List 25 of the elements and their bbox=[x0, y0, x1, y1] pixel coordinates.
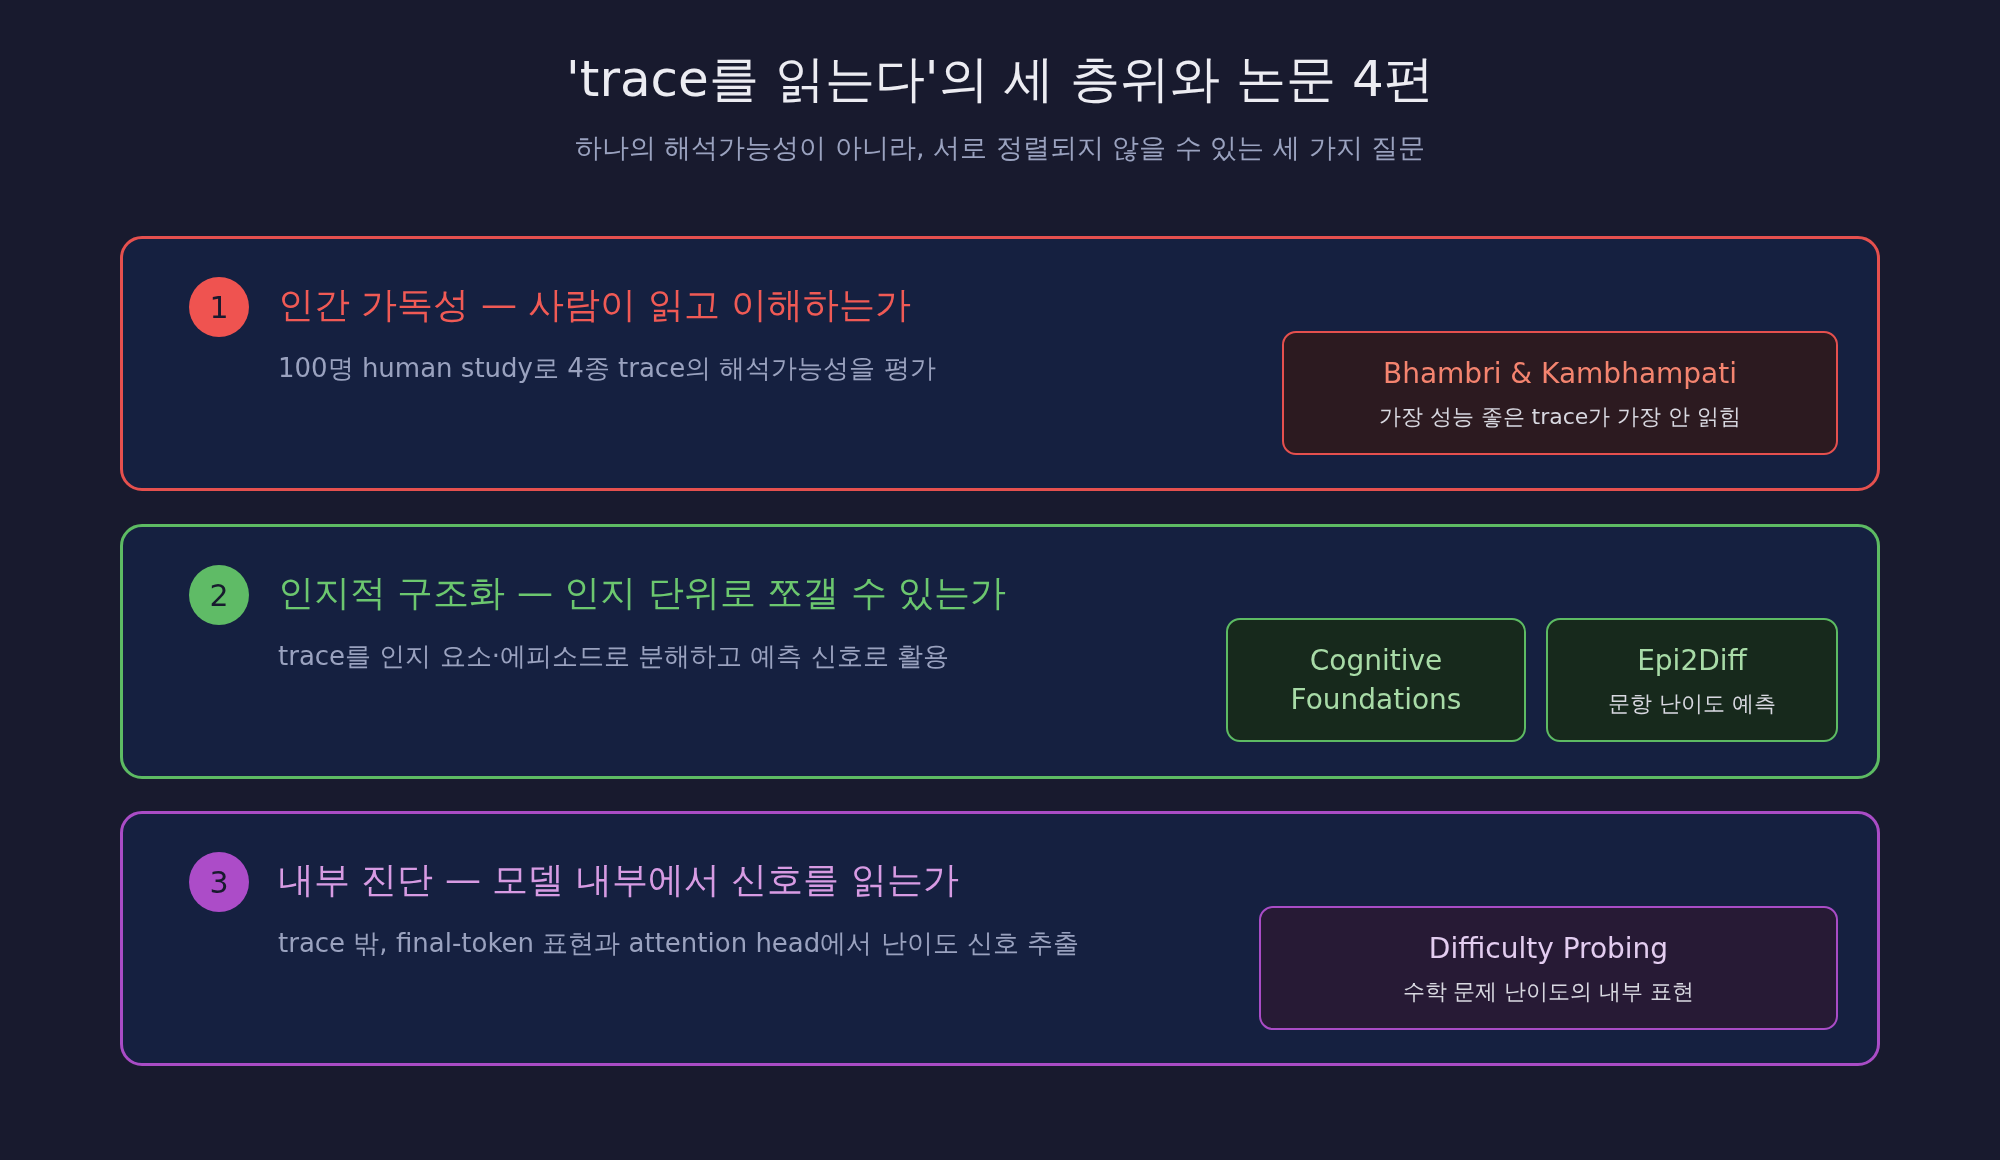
paper-summary: 가장 성능 좋은 trace가 가장 안 읽힘 bbox=[1378, 402, 1742, 431]
paper-card bbox=[1259, 906, 1838, 1030]
paper-title: Epi2Diff bbox=[1637, 643, 1747, 680]
layer-panel bbox=[120, 811, 1880, 1066]
paper-title: Difficulty Probing bbox=[1428, 931, 1669, 968]
paper-title: Cognitive Foundations bbox=[1289, 642, 1463, 718]
paper-card bbox=[1226, 618, 1526, 742]
layer-panel bbox=[120, 524, 1880, 779]
layer-description: 100명 human study로 4종 trace의 해석가능성을 평가 bbox=[278, 352, 936, 385]
number-badge: 1 bbox=[189, 277, 249, 337]
paper-summary: 문항 난이도 예측 bbox=[1608, 689, 1776, 718]
layer-panel bbox=[120, 236, 1880, 491]
layer-heading: 인간 가독성 — 사람이 읽고 이해하는가 bbox=[278, 283, 912, 327]
layer-description: trace를 인지 요소·에피소드로 분해하고 예측 신호로 활용 bbox=[278, 640, 949, 673]
paper-card bbox=[1546, 618, 1838, 742]
subtitle: 하나의 해석가능성이 아니라, 서로 정렬되지 않을 수 있는 세 가지 질문 bbox=[573, 131, 1427, 165]
paper-summary: 수학 문제 난이도의 내부 표현 bbox=[1402, 977, 1695, 1006]
paper-title: Bhambri & Kambhampati bbox=[1382, 356, 1737, 393]
number-badge: 3 bbox=[189, 852, 249, 912]
paper-card bbox=[1282, 331, 1838, 455]
diagram-title: 'trace를 읽는다'의 세 층위와 논문 4편 bbox=[565, 49, 1435, 110]
layer-heading: 내부 진단 — 모델 내부에서 신호를 읽는가 bbox=[278, 858, 959, 902]
layer-description: trace 밖, final-token 표현과 attention head에서 난이도 신호 추출 bbox=[278, 927, 1080, 960]
number-badge: 2 bbox=[189, 565, 249, 625]
layer-heading: 인지적 구조화 — 인지 단위로 쪼갤 수 있는가 bbox=[278, 571, 1007, 615]
